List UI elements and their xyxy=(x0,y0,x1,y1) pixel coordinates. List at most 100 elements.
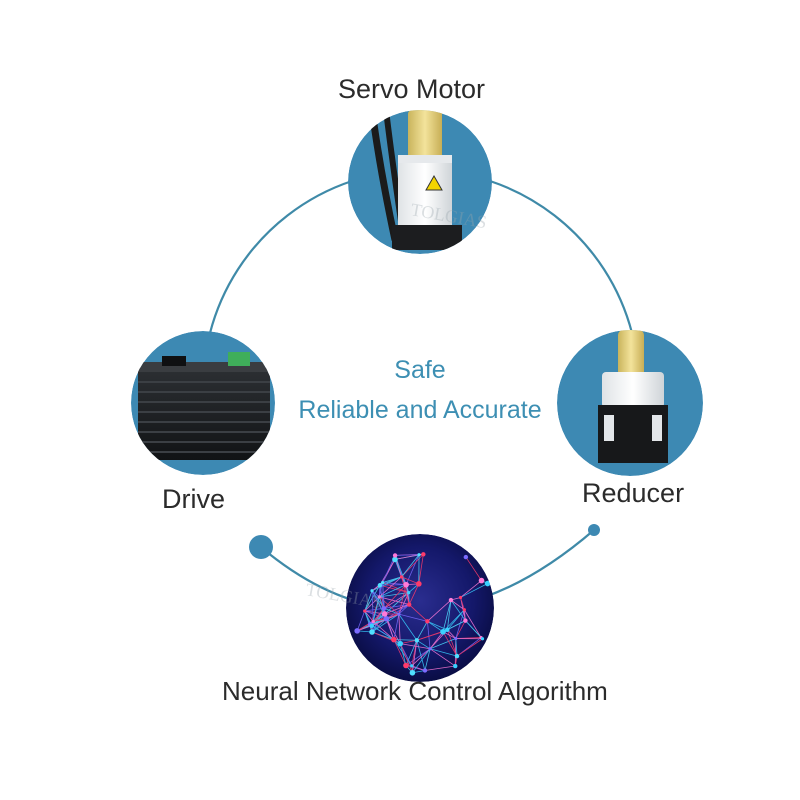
network-node-dot xyxy=(407,590,411,595)
network-node-dot xyxy=(480,637,485,641)
network-link xyxy=(401,576,410,605)
network-node-dot xyxy=(453,663,458,669)
drive-label: Drive xyxy=(162,484,226,514)
network-link xyxy=(395,554,420,556)
network-link xyxy=(418,554,424,584)
network-link xyxy=(450,599,466,621)
network-link xyxy=(398,604,410,615)
network-link xyxy=(465,556,482,581)
network-link xyxy=(416,621,428,641)
network-link xyxy=(364,610,387,620)
network-link xyxy=(465,620,483,640)
network-link xyxy=(416,640,426,671)
network-node-dot xyxy=(399,575,404,579)
network-link xyxy=(429,648,456,667)
network-link xyxy=(371,618,387,633)
network-node-dot xyxy=(392,553,398,558)
network-link xyxy=(464,609,482,638)
neural-network-label: Neural Network Control Algorithm xyxy=(222,676,608,706)
network-node-dot xyxy=(377,595,381,599)
network-node-dot xyxy=(445,627,450,633)
network-node-dot xyxy=(454,636,458,641)
network-link xyxy=(393,614,400,640)
network-link xyxy=(379,584,409,593)
network-link xyxy=(427,620,444,633)
network-node-dot xyxy=(410,664,414,668)
network-link xyxy=(454,638,457,667)
network-link xyxy=(412,640,418,673)
network-node-dot xyxy=(440,628,446,635)
network-link xyxy=(393,639,417,641)
network-link xyxy=(398,613,428,622)
network-node-dot xyxy=(417,553,421,557)
center-line-safe: Safe xyxy=(394,356,446,384)
network-node-dot xyxy=(370,589,374,593)
network-link xyxy=(373,621,395,640)
network-link xyxy=(401,554,420,578)
network-link xyxy=(384,604,410,609)
network-node-dot xyxy=(409,669,416,676)
network-link xyxy=(399,643,407,666)
network-link xyxy=(398,614,401,644)
network-node-dot xyxy=(458,595,463,600)
network-node-dot xyxy=(484,580,491,587)
network-link xyxy=(401,553,424,578)
network-link xyxy=(393,639,413,667)
network-link xyxy=(378,596,386,615)
network-link xyxy=(424,665,456,671)
reducer-label: Reducer xyxy=(582,478,685,508)
network-link xyxy=(450,599,465,611)
drive-node xyxy=(131,331,275,475)
network-node-dot xyxy=(421,552,426,557)
center-line-reliable: Reliable and Accurate xyxy=(298,396,542,424)
network-link xyxy=(400,643,431,650)
network-link xyxy=(394,554,420,560)
network-node-dot xyxy=(391,636,397,643)
network-link xyxy=(364,590,373,612)
network-link xyxy=(446,599,452,630)
network-node-dot xyxy=(377,583,383,588)
network-node-dot xyxy=(392,556,398,563)
network-link xyxy=(411,648,431,667)
network-link xyxy=(398,613,418,641)
network-link xyxy=(379,596,400,615)
network-node-dot xyxy=(422,668,428,673)
network-node-dot xyxy=(371,619,375,624)
network-node-dot xyxy=(381,611,388,617)
network-link xyxy=(460,597,465,610)
network-node-dot xyxy=(354,628,360,634)
network-link xyxy=(401,576,419,585)
network-link xyxy=(455,620,466,639)
servo-motor-label: Servo Motor xyxy=(338,74,486,104)
network-link xyxy=(371,590,374,622)
network-link xyxy=(460,580,482,598)
network-link xyxy=(372,596,380,622)
network-node-dot xyxy=(369,629,375,635)
network-link xyxy=(382,576,402,583)
network-node-dot xyxy=(448,597,454,603)
network-node-dot xyxy=(428,647,432,651)
network-link xyxy=(400,639,417,645)
network-node-dot xyxy=(403,662,409,669)
network-link xyxy=(408,604,428,622)
arc-end-dot-left xyxy=(249,535,273,559)
network-node-dot xyxy=(406,602,412,607)
network-node-dot xyxy=(363,609,367,613)
network-link xyxy=(411,665,426,671)
network-node-dot xyxy=(403,581,409,588)
network-link xyxy=(416,639,431,650)
network-link xyxy=(429,648,458,657)
network-node-dot xyxy=(414,638,420,643)
network-link xyxy=(412,648,431,674)
network-node-dot xyxy=(381,606,387,611)
network-link xyxy=(442,599,452,632)
network-node-dot xyxy=(463,554,469,560)
network-node-dot xyxy=(478,577,485,584)
network-link xyxy=(416,631,444,641)
network-link xyxy=(371,625,395,640)
network-link xyxy=(427,599,452,622)
network-link xyxy=(455,638,458,657)
network-link xyxy=(356,610,366,632)
